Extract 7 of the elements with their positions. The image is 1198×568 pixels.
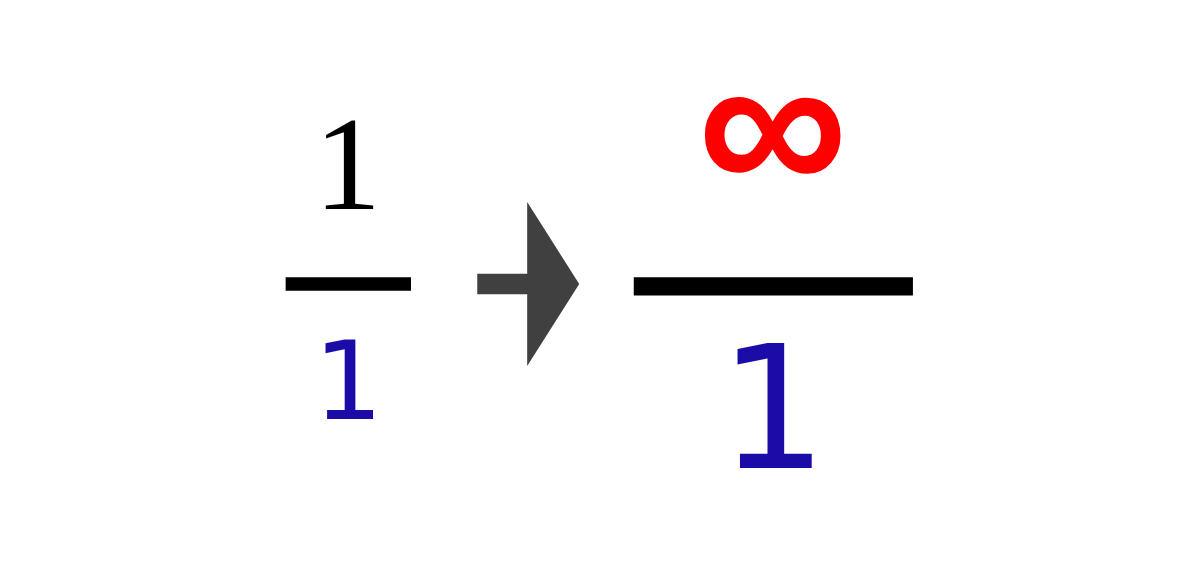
node-label: 1 (718, 309, 828, 509)
node-label: 1 (314, 89, 382, 239)
node-label: 1 (313, 317, 384, 446)
node-label: ∞ (697, 5, 848, 242)
node-box (633, 277, 913, 296)
node-box (285, 277, 411, 291)
arrow (477, 202, 580, 366)
